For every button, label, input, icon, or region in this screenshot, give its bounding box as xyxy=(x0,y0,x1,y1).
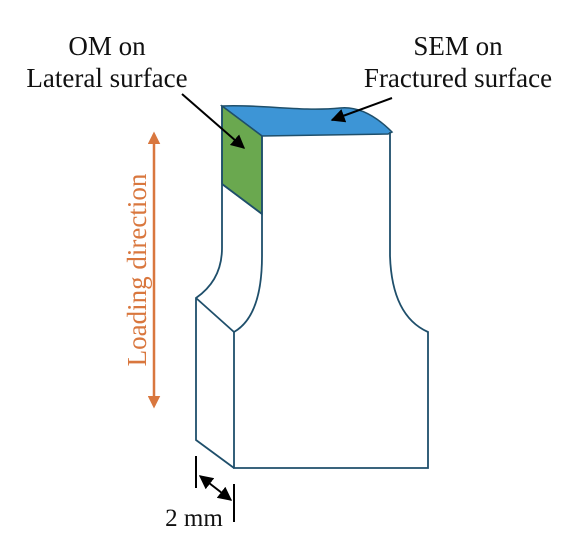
specimen-outline xyxy=(195,106,429,469)
sem-label-line2: Fractured surface xyxy=(364,63,552,93)
om-label-line2: Lateral surface xyxy=(26,63,187,93)
om-label-line1: OM on xyxy=(68,31,146,61)
sem-label-line1: SEM on xyxy=(413,31,503,61)
thickness-dimension xyxy=(195,456,235,522)
loading-direction-label: Loading direction xyxy=(122,173,152,366)
sem-pointer-arrow xyxy=(330,97,393,123)
om-pointer-arrow xyxy=(181,93,246,149)
thickness-label: 2 mm xyxy=(165,505,223,532)
